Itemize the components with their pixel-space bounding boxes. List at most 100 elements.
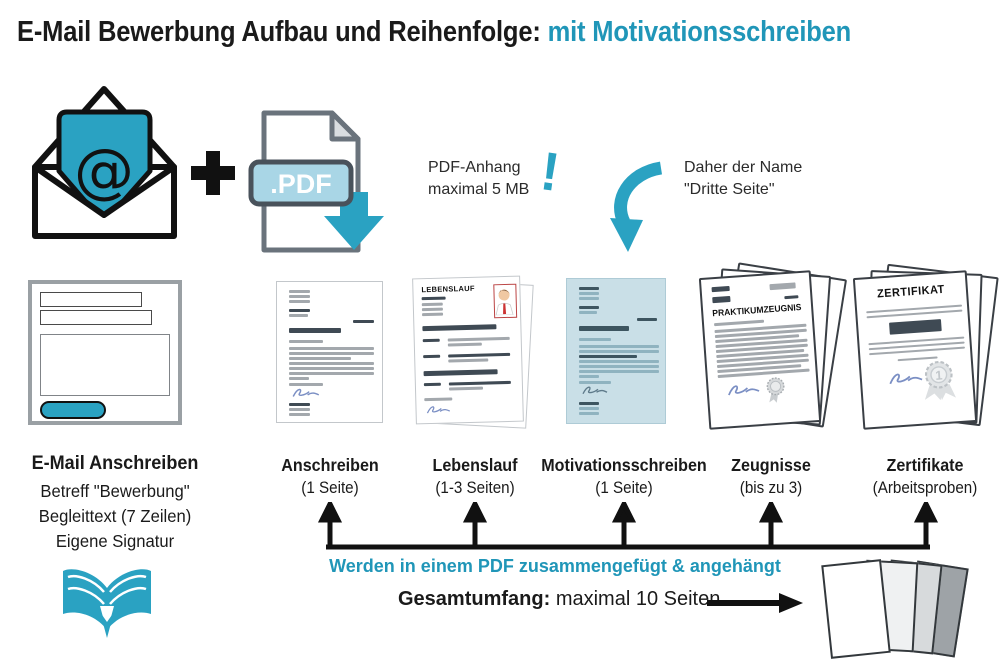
text-line — [422, 338, 440, 343]
download-arrow-icon — [324, 192, 384, 250]
total-value: maximal 10 Seiten — [555, 588, 721, 610]
text-line — [448, 380, 511, 386]
doc-name: Lebenslauf — [432, 455, 518, 475]
paper-sheet — [821, 559, 891, 659]
pdf-note-line2: maximal 5 MB — [428, 181, 530, 198]
text-line — [579, 338, 611, 341]
text-line — [353, 320, 374, 323]
signature-icon — [426, 406, 451, 414]
text-line — [423, 382, 441, 387]
label-lebenslauf: Lebenslauf (1-3 Seiten) — [392, 455, 558, 498]
text-line — [579, 311, 597, 314]
text-line — [579, 381, 611, 384]
merge-note: Werden in einem PDF zusammengefügt & ang… — [329, 556, 781, 576]
text-line — [579, 326, 629, 331]
seal-icon — [766, 377, 785, 403]
text-line — [712, 295, 731, 304]
text-line — [422, 312, 444, 317]
zeugnis-front-page: PRAKTIKUMZEUGNIS — [698, 270, 822, 430]
email-body-field — [40, 334, 170, 396]
dritte-seite-note: Daher der Name "Dritte Seite" — [684, 157, 802, 201]
doc-name: Zeugnisse — [731, 455, 811, 475]
zertifikat-page-title: ZERTIFIKAT — [876, 283, 946, 301]
doc-name: Anschreiben — [281, 455, 379, 475]
page-title: E-Mail Bewerbung Aufbau und Reihenfolge:… — [17, 16, 851, 49]
text-line — [289, 383, 323, 386]
text-line — [579, 287, 599, 290]
email-col-line: Begleittext (7 Zeilen) — [38, 506, 192, 526]
seal-number: 1 — [935, 367, 943, 382]
pdf-size-note: PDF-Anhang maximal 5 MB — [428, 157, 529, 201]
pdf-badge-label: .PDF — [270, 169, 332, 199]
text-line — [289, 372, 374, 375]
exclamation-icon: ! — [536, 141, 564, 203]
signature-icon — [728, 385, 760, 396]
text-line — [289, 290, 310, 293]
right-arrow-icon — [707, 593, 803, 613]
label-motivationsschreiben: Motivationsschreiben (1 Seite) — [532, 455, 716, 498]
text-line — [421, 302, 443, 307]
text-line — [714, 319, 765, 326]
text-line — [579, 345, 659, 348]
text-line — [447, 342, 482, 347]
text-line — [289, 413, 310, 416]
doc-sub: (1 Seite) — [301, 479, 359, 497]
text-line — [289, 314, 308, 317]
text-line — [422, 324, 497, 332]
text-line — [289, 309, 310, 312]
text-line — [579, 355, 637, 358]
lebenslauf-stack: LEBENSLAUF — [412, 274, 538, 432]
text-line — [579, 297, 599, 300]
text-line — [579, 365, 659, 368]
name-note-line2: "Dritte Seite" — [684, 181, 775, 198]
email-subject-field — [40, 292, 142, 307]
book-icon — [63, 569, 151, 638]
envelope-email-icon: @ — [32, 86, 177, 239]
zertifikat-front-page: ZERTIFIKAT 1 — [852, 270, 978, 430]
svg-text:@: @ — [74, 136, 134, 206]
lebenslauf-page-title: LEBENSLAUF — [421, 283, 475, 295]
email-to-field — [40, 310, 152, 325]
text-line — [889, 319, 942, 335]
text-line — [289, 362, 374, 365]
text-line — [289, 300, 310, 303]
curved-arrow-icon — [610, 161, 663, 252]
doc-name: Zertifikate — [886, 455, 964, 475]
text-line — [448, 352, 511, 358]
zeugnisse-stack: PRAKTIKUMZEUGNIS — [698, 262, 848, 438]
text-line — [579, 407, 599, 410]
send-button-mockup — [40, 401, 106, 419]
text-line — [289, 377, 309, 380]
text-line — [579, 292, 599, 295]
text-line — [769, 282, 796, 291]
text-line — [448, 358, 489, 363]
name-note-line1: Daher der Name — [684, 159, 803, 176]
total-label: Gesamtumfang: — [398, 588, 551, 610]
label-zeugnisse: Zeugnisse (bis zu 3) — [688, 455, 854, 498]
text-line — [289, 403, 310, 406]
zertifikate-stack: ZERTIFIKAT 1 — [852, 263, 1000, 438]
text-line — [289, 347, 374, 350]
text-line — [579, 402, 599, 405]
doc-sub: (Arbeitsproben) — [872, 479, 978, 497]
seal-icon: 1 — [924, 360, 957, 401]
email-col-line: Eigene Signatur — [55, 531, 175, 551]
text-line — [289, 352, 374, 355]
text-line — [423, 354, 441, 359]
text-line — [579, 375, 599, 378]
doc-sub: (1 Seite) — [595, 479, 653, 497]
total-pages-note: Gesamtumfang: maximal 10 Seiten — [398, 588, 720, 611]
text-line — [289, 357, 351, 360]
text-line — [784, 295, 799, 300]
photo-icon — [493, 283, 518, 319]
text-line — [579, 370, 659, 373]
signature-icon — [292, 388, 320, 397]
text-line — [421, 296, 446, 301]
text-line — [447, 336, 510, 342]
text-line — [637, 318, 657, 321]
text-line — [421, 307, 443, 312]
lebenslauf-page: LEBENSLAUF — [412, 275, 524, 425]
text-line — [579, 350, 659, 353]
title-black: E-Mail Bewerbung Aufbau und Reihenfolge: — [17, 16, 541, 48]
